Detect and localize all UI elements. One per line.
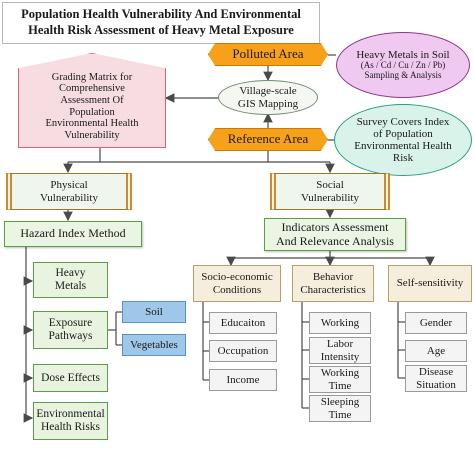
pathway-soil: Soil bbox=[122, 301, 186, 323]
socio-line-1: Socio-economic bbox=[201, 271, 273, 284]
dose-effects-step: Dose Effects bbox=[33, 364, 108, 392]
self-item-label: Age bbox=[426, 344, 446, 357]
env-risks-line-2: Health Risks bbox=[40, 421, 101, 433]
survey-line-4: Risk bbox=[392, 152, 414, 165]
socio-item-occupation: Occupation bbox=[209, 340, 277, 362]
behavior-item-line-1: Labor bbox=[326, 338, 354, 351]
soil-metals-line-2: (As / Cd / Cu / Zn / Pb) bbox=[360, 60, 446, 71]
behavior-line-1: Behavior bbox=[312, 271, 354, 284]
dose-effects-label: Dose Effects bbox=[41, 371, 100, 384]
behavior-item-working-time: Working Time bbox=[309, 366, 371, 393]
polluted-area-label: Polluted Area bbox=[232, 46, 304, 62]
socio-line-2: Conditions bbox=[212, 283, 262, 296]
socio-item-label: Educaiton bbox=[220, 316, 266, 329]
exposure-line-1: Exposure bbox=[48, 317, 93, 330]
polluted-area-node: Polluted Area bbox=[208, 43, 328, 66]
vegetables-label: Vegetables bbox=[130, 338, 178, 351]
self-item-gender: Gender bbox=[405, 312, 467, 334]
behavior-item-line-2: Intensity bbox=[320, 350, 360, 363]
socio-item-education: Educaiton bbox=[209, 312, 277, 334]
soil-metals-line-1: Heavy Metals in Soil bbox=[356, 49, 450, 62]
self-item-line-2: Situation bbox=[416, 378, 456, 391]
behavior-header: Behavior Characteristics bbox=[292, 265, 374, 302]
behavior-line-2: Characteristics bbox=[300, 283, 366, 296]
title-line-2: Health Risk Assessment of Heavy Metal Ex… bbox=[28, 23, 294, 37]
reference-area-label: Reference Area bbox=[227, 131, 309, 147]
indicators-node: Indicators Assessment And Relevance Anal… bbox=[264, 218, 406, 251]
grading-matrix-node: Grading Matrix for Comprehensive Assessm… bbox=[18, 53, 166, 148]
behavior-item-line-1: Sleeping bbox=[320, 396, 360, 409]
grading-line-5: Environmental Health bbox=[45, 118, 139, 130]
pathway-vegetables: Vegetables bbox=[122, 334, 186, 356]
env-health-risks-step: Environmental Health Risks bbox=[33, 402, 108, 440]
grading-line-6: Vulnerability bbox=[64, 129, 120, 141]
physical-line-2: Vulnerability bbox=[40, 191, 98, 204]
indicators-line-2: And Relevance Analysis bbox=[276, 233, 394, 248]
grading-line-1: Grading Matrix for bbox=[51, 71, 133, 83]
diagram-title: Population Health Vulnerability And Envi… bbox=[2, 2, 320, 44]
socio-item-income: Income bbox=[209, 369, 277, 391]
exposure-line-2: Pathways bbox=[48, 330, 93, 342]
survey-line-2: of Population bbox=[373, 127, 433, 140]
social-line-1: Social bbox=[316, 179, 344, 192]
gis-mapping-node: Village-scale GIS Mapping bbox=[218, 80, 318, 115]
env-risks-line-1: Environmental bbox=[36, 408, 105, 421]
indicators-line-1: Indicators Assessment bbox=[281, 220, 389, 235]
behavior-item-sleeping-time: Sleeping Time bbox=[309, 395, 371, 422]
physical-line-1: Physical bbox=[50, 179, 88, 192]
self-item-line-1: Disease bbox=[418, 366, 454, 379]
heavy-metals-step: Heavy Metals bbox=[33, 262, 108, 298]
self-item-disease-situation: Disease Situation bbox=[405, 365, 467, 392]
behavior-item-labor-intensity: Labor Intensity bbox=[309, 337, 371, 364]
socio-item-label: Income bbox=[226, 373, 260, 386]
heavy-metals-soil-node: Heavy Metals in Soil (As / Cd / Cu / Zn … bbox=[336, 32, 470, 98]
title-line-1: Population Health Vulnerability And Envi… bbox=[21, 7, 301, 22]
behavior-item-working: Working bbox=[309, 312, 371, 334]
self-sensitivity-header: Self-sensitivity bbox=[388, 265, 472, 302]
social-line-2: Vulnerability bbox=[301, 191, 359, 204]
physical-vulnerability-node: Physical Vulnerability bbox=[6, 173, 132, 210]
socio-item-label: Occupation bbox=[217, 344, 269, 357]
heavy-metals-line-1: Heavy bbox=[55, 267, 86, 280]
survey-line-1: Survey Covers Index bbox=[356, 115, 450, 128]
behavior-item-line-2: Time bbox=[328, 408, 352, 421]
behavior-item-line-2: Time bbox=[328, 379, 352, 392]
soil-label: Soil bbox=[145, 305, 163, 318]
self-item-label: Gender bbox=[419, 316, 453, 329]
behavior-item-line-1: Working bbox=[320, 367, 360, 380]
self-sensitivity-label: Self-sensitivity bbox=[396, 277, 464, 290]
grading-line-3: Assessment Of bbox=[60, 94, 124, 106]
hazard-index-node: Hazard Index Method bbox=[4, 221, 142, 247]
self-item-age: Age bbox=[405, 340, 467, 362]
reference-area-node: Reference Area bbox=[208, 128, 328, 151]
exposure-pathways-step: Exposure Pathways bbox=[33, 311, 108, 349]
survey-node: Survey Covers Index of Population Enviro… bbox=[334, 104, 472, 176]
behavior-item-label: Working bbox=[320, 316, 360, 329]
gis-line-1: Village-scale bbox=[239, 85, 297, 98]
hazard-index-label: Hazard Index Method bbox=[20, 226, 126, 241]
grading-line-4: Population bbox=[69, 106, 115, 118]
socio-economic-header: Socio-economic Conditions bbox=[193, 265, 281, 302]
gis-line-2: GIS Mapping bbox=[237, 97, 299, 110]
soil-metals-line-3: Sampling & Analysis bbox=[364, 70, 442, 81]
social-vulnerability-node: Social Vulnerability bbox=[270, 173, 390, 210]
grading-line-2: Comprehensive bbox=[59, 83, 125, 95]
heavy-metals-line-2: Metals bbox=[54, 280, 87, 292]
survey-line-3: Environmental Health bbox=[354, 140, 452, 152]
